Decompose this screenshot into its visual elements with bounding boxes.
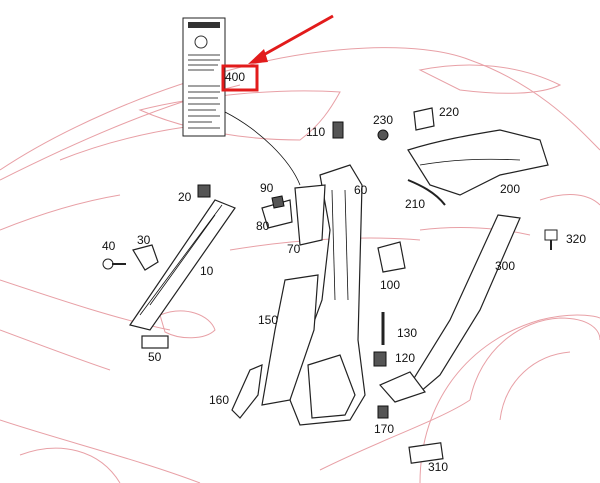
label-100: 100	[380, 278, 400, 292]
label-30: 30	[137, 233, 151, 247]
label-40: 40	[102, 239, 116, 253]
clip-170	[377, 405, 389, 419]
trim-70	[294, 184, 326, 246]
label-300: 300	[495, 259, 515, 273]
label-310: 310	[428, 460, 448, 474]
warning-label-sticker	[182, 17, 226, 137]
trim-310-base	[379, 371, 426, 403]
label-200: 200	[500, 182, 520, 196]
clip-220	[413, 107, 435, 131]
clip-120	[373, 351, 387, 367]
part-100	[377, 241, 406, 273]
clip-320	[544, 229, 558, 250]
label-400: 400	[225, 70, 245, 84]
label-220: 220	[439, 105, 459, 119]
car-outline	[0, 47, 600, 483]
trim-160	[231, 364, 263, 419]
label-10: 10	[200, 264, 214, 278]
clip-90	[271, 195, 285, 209]
label-110: 110	[306, 125, 325, 139]
label-170: 170	[374, 422, 394, 436]
screw-40	[102, 258, 126, 270]
label-230: 230	[373, 113, 393, 127]
label-90: 90	[260, 181, 274, 195]
clip-230	[377, 129, 389, 141]
callout-labels: 10 20 30 40 50 60 70 80 90 100 110 120 1…	[102, 70, 586, 474]
label-120: 120	[395, 351, 415, 365]
label-210: 210	[405, 197, 425, 211]
trim-150	[261, 274, 319, 406]
c-pillar-trim	[407, 214, 521, 393]
label-70: 70	[287, 242, 301, 256]
b-pillar-assembly	[289, 164, 366, 426]
label-80: 80	[256, 219, 270, 233]
label-320: 320	[566, 232, 586, 246]
clip-110	[332, 121, 344, 139]
clip-20	[197, 184, 211, 198]
label-60: 60	[354, 183, 368, 197]
seal-210	[407, 179, 446, 206]
label-50: 50	[148, 350, 162, 364]
rear-side-trim	[407, 129, 549, 196]
red-highlight-box	[221, 64, 259, 92]
label-160: 160	[209, 393, 229, 407]
pad-50	[141, 335, 169, 349]
red-arrow-pointer	[248, 14, 334, 64]
cover-310	[408, 442, 444, 464]
bracket-30	[132, 244, 159, 271]
a-pillar-trim	[129, 199, 236, 331]
label-130: 130	[397, 326, 417, 340]
label-20: 20	[178, 190, 192, 204]
label-150: 150	[258, 313, 278, 327]
